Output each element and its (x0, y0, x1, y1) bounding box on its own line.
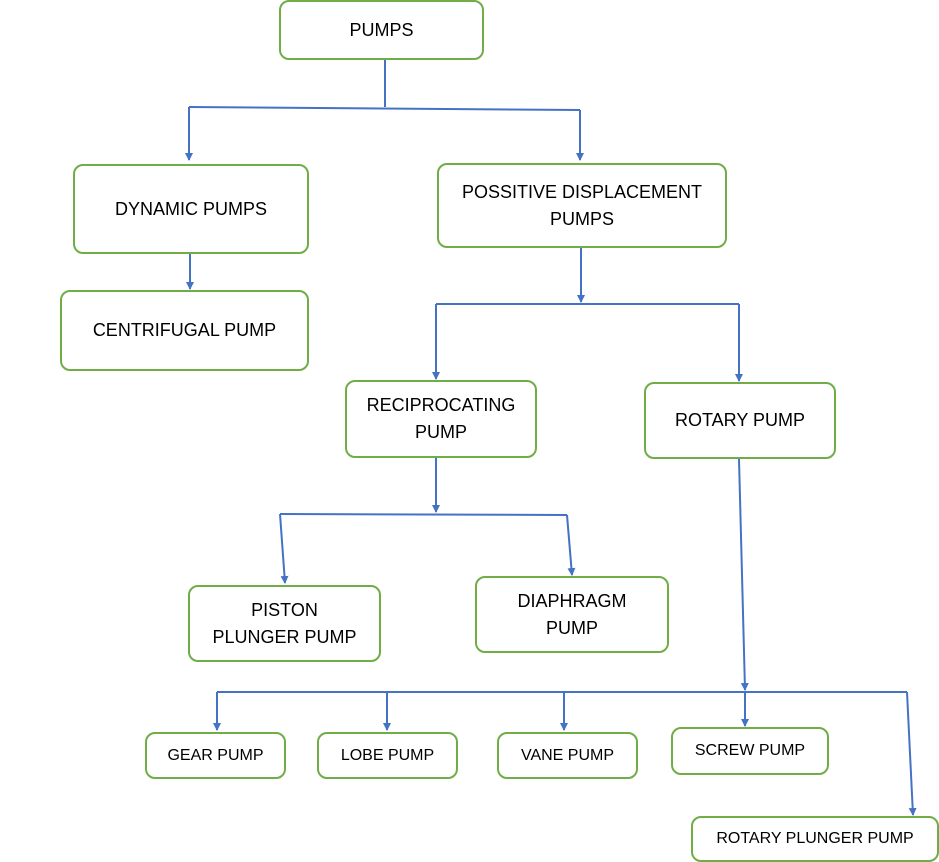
node-reciprocating-pump: RECIPROCATING PUMP (345, 380, 537, 458)
connector-arrow (279, 513, 289, 584)
node-rotary-plunger-pump: ROTARY PLUNGER PUMP (691, 816, 939, 862)
node-positive-displacement-pumps: POSSITIVE DISPLACEMENT PUMPS (437, 163, 727, 248)
connector-line (188, 106, 581, 111)
node-pumps: PUMPS (279, 0, 484, 60)
node-rotary-pump: ROTARY PUMP (644, 382, 836, 459)
node-piston-plunger-pump: PISTON PLUNGER PUMP (188, 585, 381, 662)
connector-line (279, 513, 568, 516)
node-dynamic-pumps: DYNAMIC PUMPS (73, 164, 309, 254)
connector-arrow (906, 691, 917, 816)
node-centrifugal-pump: CENTRIFUGAL PUMP (60, 290, 309, 371)
node-vane-pump: VANE PUMP (497, 732, 638, 779)
connector-arrow (566, 514, 576, 576)
node-lobe-pump: LOBE PUMP (317, 732, 458, 779)
connector-arrow (738, 458, 749, 691)
node-gear-pump: GEAR PUMP (145, 732, 286, 779)
node-screw-pump: SCREW PUMP (671, 727, 829, 775)
node-diaphragm-pump: DIAPHRAGM PUMP (475, 576, 669, 653)
